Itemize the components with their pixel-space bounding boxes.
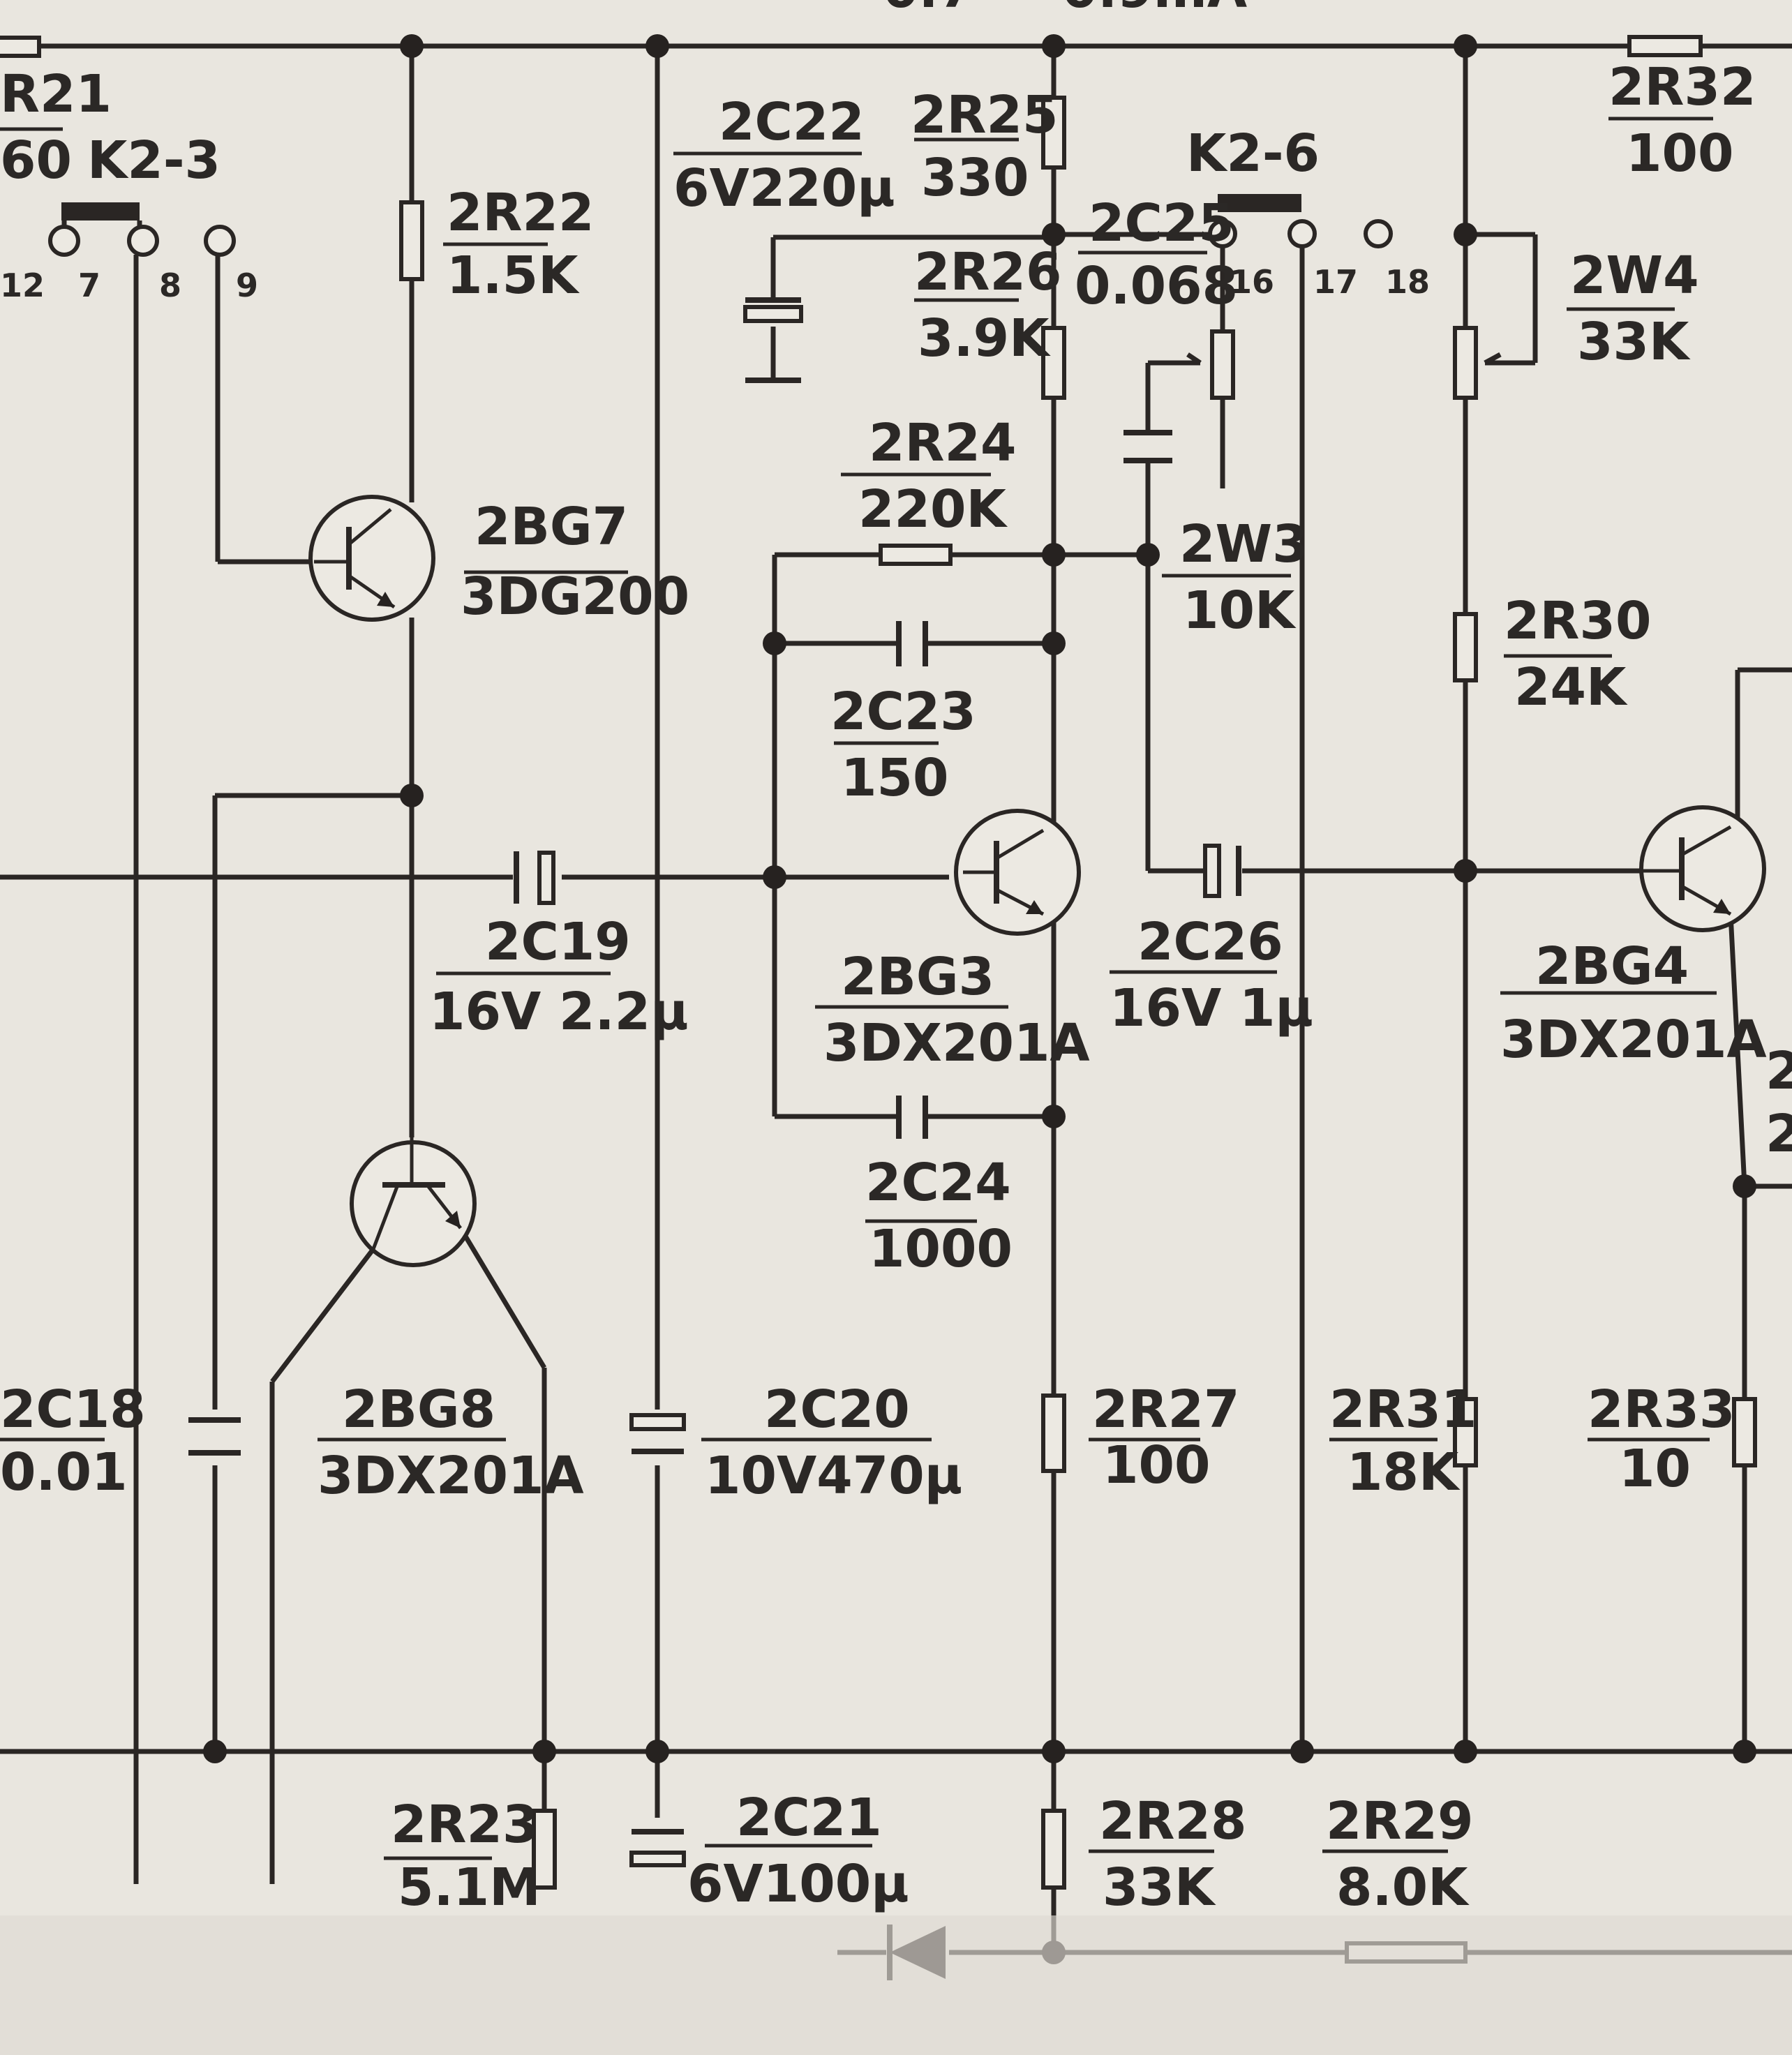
- bg4-ref: 2BG4: [1535, 936, 1689, 996]
- r26-ref: 2R26: [914, 242, 1061, 302]
- bg7-ref: 2BG7: [475, 497, 628, 557]
- k2-3-terminal-8: 8: [159, 267, 181, 304]
- c25-value: 0.068: [1075, 256, 1238, 316]
- c18-ref: 2C18: [0, 1380, 146, 1440]
- r27-ref: 2R27: [1092, 1380, 1239, 1440]
- k2-6-label: K2-6: [1186, 124, 1320, 184]
- c26-ref: 2C26: [1137, 912, 1283, 972]
- r22-value: 1.5K: [447, 246, 580, 306]
- c23-ref: 2C23: [830, 682, 976, 742]
- r24-ref: 2R24: [869, 413, 1016, 473]
- w4-value: 33K: [1577, 312, 1691, 372]
- header-cropped-text: 0.7 — 0.9mA: [883, 0, 1247, 20]
- r27-value: 100: [1103, 1435, 1210, 1495]
- r29-value: 8.0K: [1336, 1858, 1470, 1918]
- c18-value: 0.01: [0, 1442, 128, 1502]
- bg4-value: 3DX201A: [1500, 1010, 1767, 1070]
- r25-ref: 2R25: [911, 85, 1058, 145]
- r28-value: 33K: [1103, 1858, 1216, 1918]
- c26-value: 16V 1μ: [1110, 978, 1313, 1038]
- r25-value: 330: [921, 148, 1029, 208]
- r33-value: 10: [1619, 1439, 1691, 1499]
- bg7-value: 3DG200: [461, 567, 689, 627]
- w3-ref: 2W3: [1179, 514, 1308, 574]
- c21-value: 6V100μ: [687, 1854, 909, 1914]
- r29-ref: 2R29: [1326, 1791, 1473, 1851]
- r21-value: 60: [0, 130, 72, 190]
- r30-value: 24K: [1514, 657, 1628, 717]
- r24-value: 220K: [858, 479, 1008, 539]
- k2-3-terminal-12: 12: [0, 267, 45, 304]
- bg8-ref: 2BG8: [342, 1380, 495, 1440]
- k2-3-terminal-7: 7: [78, 267, 100, 304]
- r23-value: 5.1M: [398, 1858, 541, 1918]
- c22-ref: 2C22: [719, 92, 865, 152]
- k2-3-terminal-9: 9: [236, 267, 258, 304]
- k2-6-terminal-18: 18: [1385, 263, 1430, 301]
- c19-ref: 2C19: [485, 912, 631, 972]
- junction-nodes: [203, 34, 1756, 1964]
- r32-ref: 2R32: [1608, 57, 1756, 117]
- r28-ref: 2R28: [1099, 1791, 1246, 1851]
- labels: 0.7 — 0.9mA R21 60 K2-3 12 7 8 9 2R22 1.…: [0, 0, 1792, 1918]
- r22-ref: 2R22: [447, 183, 594, 243]
- transistors: [308, 495, 1766, 1267]
- label-rules: [0, 117, 1717, 1860]
- c25-ref: 2C25: [1089, 193, 1234, 253]
- bottom-page-edge: [0, 1915, 1792, 2055]
- partial-right-label-1: 2: [1765, 1041, 1792, 1101]
- k2-6-terminal-16: 16: [1230, 263, 1274, 301]
- k2-3-label: K2-3: [87, 130, 221, 190]
- resistors: [0, 35, 1757, 1964]
- r30-ref: 2R30: [1504, 591, 1651, 651]
- wires: [0, 43, 1792, 1955]
- c20-value: 10V470μ: [705, 1446, 962, 1506]
- r23-ref: 2R23: [391, 1795, 538, 1855]
- w3-value: 10K: [1183, 581, 1297, 641]
- c22-value: 6V220μ: [673, 158, 895, 218]
- c19-value: 16V 2.2μ: [429, 982, 689, 1042]
- r32-value: 100: [1626, 124, 1733, 184]
- r31-ref: 2R31: [1329, 1380, 1477, 1440]
- c24-ref: 2C24: [865, 1153, 1011, 1213]
- c24-value: 1000: [869, 1219, 1013, 1279]
- c21-ref: 2C21: [736, 1788, 882, 1848]
- r26-value: 3.9K: [918, 308, 1051, 368]
- capacitors: [188, 297, 1241, 1867]
- c23-value: 150: [841, 748, 948, 808]
- partial-right-label-2: 2: [1765, 1104, 1792, 1164]
- c20-ref: 2C20: [764, 1380, 910, 1440]
- r31-value: 18K: [1347, 1442, 1461, 1502]
- bg8-value: 3DX201A: [318, 1446, 584, 1506]
- w4-ref: 2W4: [1570, 246, 1699, 306]
- bg3-ref: 2BG3: [841, 947, 994, 1007]
- bg3-value: 3DX201A: [823, 1013, 1090, 1073]
- r33-ref: 2R33: [1588, 1380, 1735, 1440]
- switches: [48, 194, 1393, 257]
- r21-ref: R21: [0, 64, 112, 124]
- k2-6-terminal-17: 17: [1313, 263, 1358, 301]
